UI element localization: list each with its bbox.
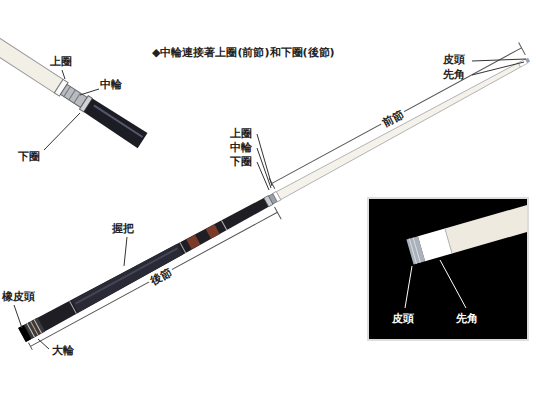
drawing-part <box>27 323 35 337</box>
part-label: 握把 <box>112 222 134 235</box>
drawing-part <box>71 243 183 313</box>
part-label: 上圈 <box>50 55 72 68</box>
drawing-part <box>74 93 81 103</box>
drawing-part <box>409 239 416 264</box>
drawing-part <box>180 242 186 253</box>
drawing-part <box>525 58 530 63</box>
part-label: 皮頭 <box>392 312 414 325</box>
part-label: 大輪 <box>52 344 74 357</box>
drawing-part <box>276 61 521 200</box>
drawing-part <box>405 266 412 308</box>
pool-cue <box>12 42 536 354</box>
part-label: 中輪 <box>230 141 252 154</box>
part-label: 皮頭 <box>443 53 465 66</box>
part-label: 下圈 <box>230 155 252 168</box>
drawing-part <box>257 134 272 186</box>
drawing-part <box>222 220 227 230</box>
part-label: 中輪 <box>100 78 122 91</box>
drawing-part <box>472 62 524 75</box>
drawing-part <box>83 98 147 148</box>
drawing-part <box>257 162 269 190</box>
part-label: 先角 <box>443 68 465 81</box>
drawing-part <box>272 48 522 184</box>
drawing-part <box>70 301 77 313</box>
drawing-part <box>472 59 526 61</box>
drawing-part <box>413 238 420 263</box>
drawing-part <box>62 70 65 79</box>
drawing-part <box>64 87 71 97</box>
drawing-part <box>440 260 466 308</box>
drawing-part <box>14 43 536 354</box>
drawing-part <box>94 105 143 137</box>
drawing-part <box>80 89 99 95</box>
drawing-part <box>445 228 452 253</box>
joint-closeup <box>0 35 147 148</box>
part-label: 下圈 <box>18 150 40 163</box>
drawing-part <box>275 207 282 219</box>
drawing-part <box>76 248 178 303</box>
drawing-part <box>30 321 38 335</box>
drawing-part <box>124 237 127 266</box>
drawing-part <box>29 343 33 350</box>
drawing-part <box>38 339 49 349</box>
part-label: 上圈 <box>230 127 252 140</box>
drawing-part <box>30 212 277 346</box>
note-text: ◆中輪連接著上圈(前節)和下圈(後節) <box>152 46 335 59</box>
drawing-part <box>406 199 527 264</box>
drawing-part <box>14 305 22 328</box>
part-label: 先角 <box>456 312 478 325</box>
drawing-part <box>18 193 274 342</box>
drawing-part <box>44 113 80 150</box>
drawing-part <box>519 43 526 55</box>
tip-closeup <box>368 187 536 340</box>
drawing-part <box>24 317 45 338</box>
drawing-part <box>186 235 200 249</box>
drawing-part <box>406 199 527 264</box>
leader-line <box>44 70 99 150</box>
drawing-part <box>69 90 76 100</box>
drawing-part <box>34 319 42 333</box>
drawing-part <box>206 224 220 238</box>
part-label: 橡皮頭 <box>2 290 35 303</box>
drawing-part <box>445 199 527 253</box>
